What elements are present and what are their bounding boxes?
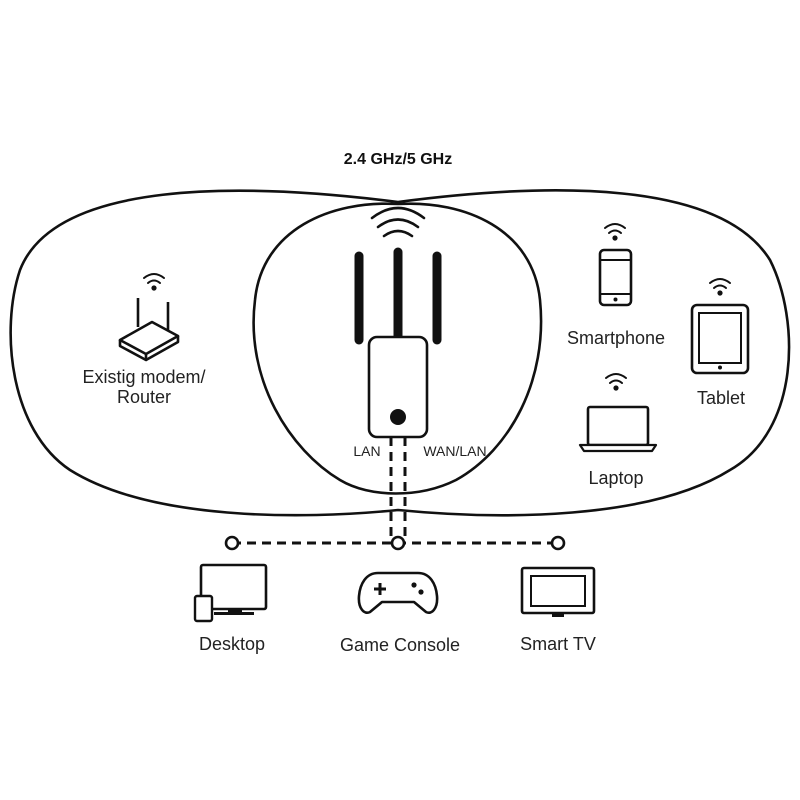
extender-body	[367, 335, 429, 439]
coverage-area-inner	[252, 202, 543, 495]
router-wifi-icon	[143, 273, 165, 291]
extender-antennas	[354, 247, 442, 345]
router-label-line1: Existig modem/	[82, 367, 205, 387]
tablet-icon	[690, 303, 750, 375]
port-label-lan: LAN	[353, 443, 380, 459]
router-icon	[118, 298, 180, 362]
extender-status-led	[390, 409, 406, 425]
smartphone-icon	[598, 248, 633, 307]
tablet-wifi-icon	[709, 278, 731, 296]
game-console-icon	[357, 571, 439, 614]
smartphone-label: Smartphone	[567, 328, 665, 348]
router-label-line2: Router	[117, 387, 171, 407]
coverage-area-outer	[9, 189, 791, 517]
bus-node-desktop	[224, 535, 240, 551]
tablet-label: Tablet	[697, 388, 745, 408]
smartphone-wifi-icon	[604, 223, 626, 241]
port-label-wan: WAN/LAN	[423, 443, 486, 459]
laptop-icon	[578, 405, 658, 453]
bus-node-console	[390, 535, 406, 551]
smart-tv-label: Smart TV	[520, 634, 596, 654]
desktop-label: Desktop	[199, 634, 265, 654]
laptop-wifi-icon	[605, 373, 627, 391]
band-title: 2.4 GHz/5 GHz	[344, 151, 452, 168]
extender-cables	[389, 437, 407, 538]
desktop-icon	[193, 563, 268, 623]
game-console-label: Game Console	[340, 635, 460, 655]
smart-tv-icon	[520, 566, 596, 617]
laptop-label: Laptop	[588, 468, 643, 488]
bus-node-tv	[550, 535, 566, 551]
extender-wifi-icon	[370, 206, 426, 238]
